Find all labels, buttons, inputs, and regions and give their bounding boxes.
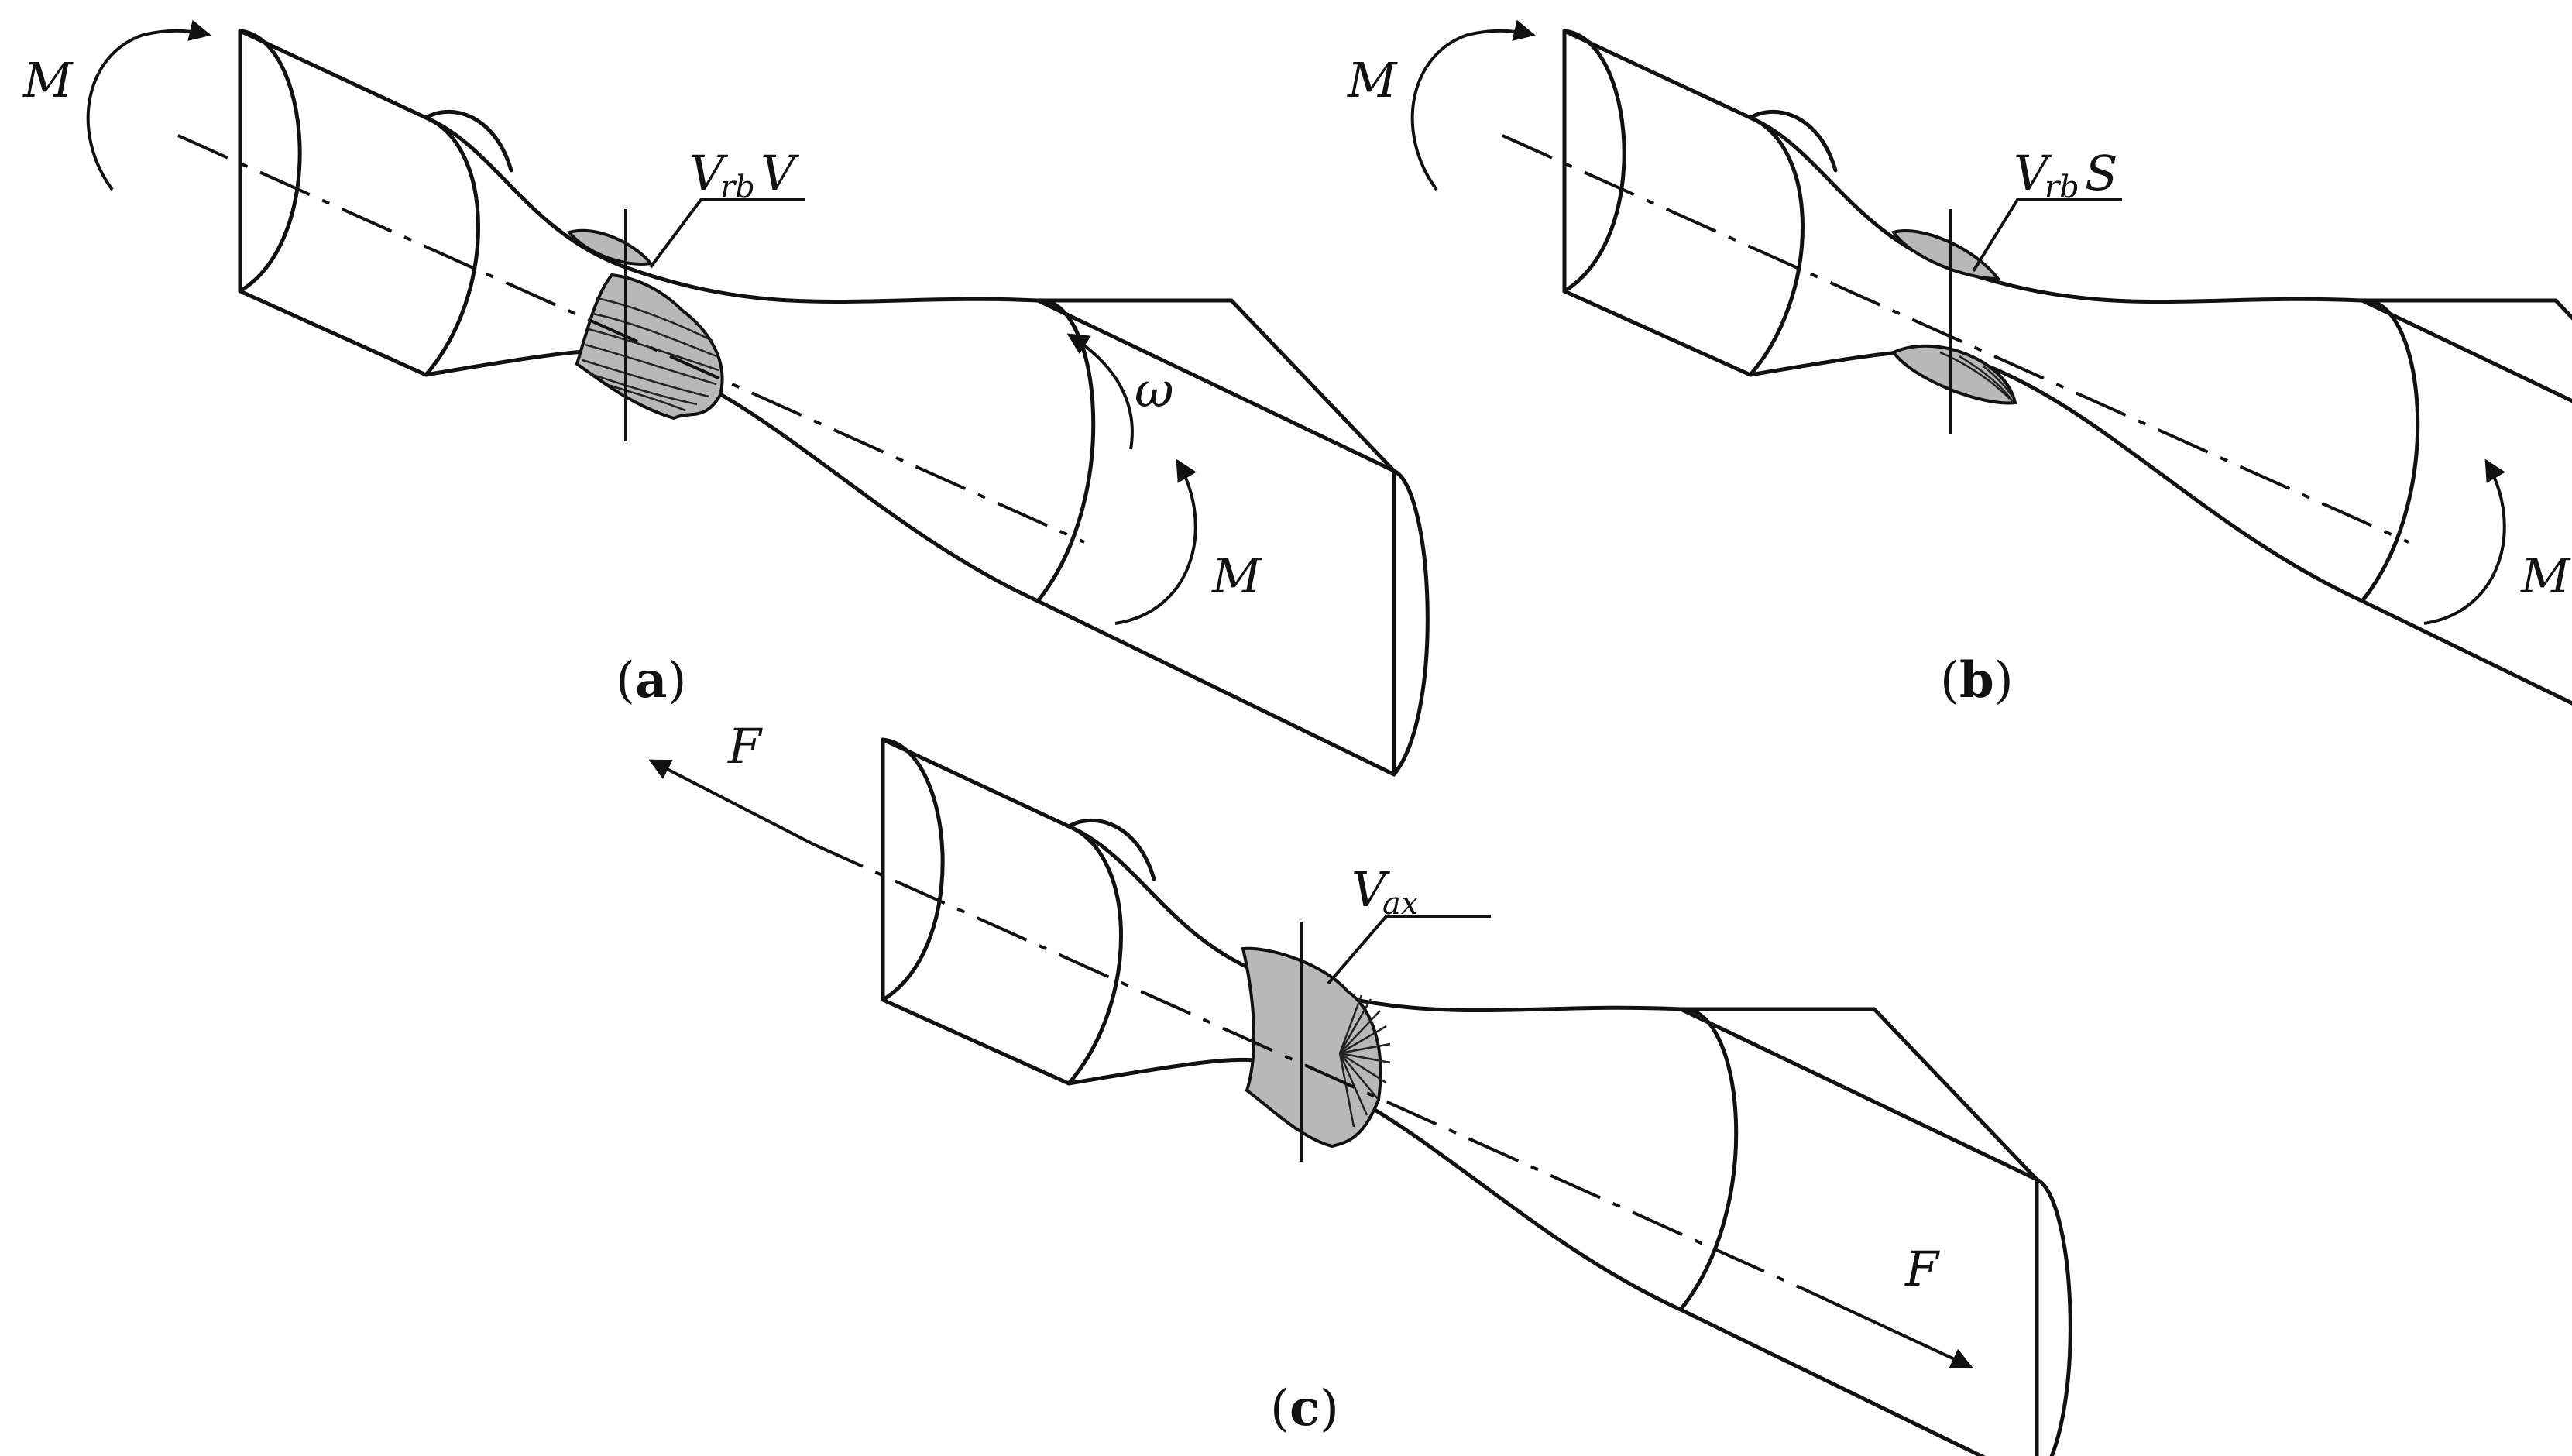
- volume-label-sub-b: rb: [2045, 170, 2079, 205]
- critical-volume-c: [1241, 946, 1382, 1149]
- moment-arrow-left-a: [86, 19, 211, 191]
- volume-leader-b: [1972, 198, 2122, 273]
- volume-leader-c: [1327, 915, 1491, 985]
- specimen-b-body: [1564, 31, 2572, 774]
- center-axis-c: [812, 843, 1805, 1291]
- caption-c: (c): [1270, 1379, 1339, 1437]
- specimen-c-body: [883, 740, 2070, 1456]
- force-arrow-right-c: [1804, 1288, 1973, 1369]
- hatch-lines-a: [582, 297, 719, 412]
- center-axis-b: [1502, 134, 2409, 544]
- top-patch-a: [566, 228, 654, 266]
- force-label-left-c: F: [727, 718, 763, 774]
- omega-arrow-a: [1066, 333, 1134, 450]
- caption-b: (b): [1940, 651, 2014, 709]
- moment-arrow-right-b: [2423, 458, 2506, 625]
- force-label-right-c: F: [1904, 1241, 1940, 1297]
- critical-volume-b-bottom: [1890, 344, 2017, 405]
- moment-arrow-left-b: [1410, 19, 1536, 191]
- hatch-lines-c: [1338, 994, 1391, 1128]
- volume-label-main-a: V: [689, 145, 729, 201]
- volume-label-main-c: V: [1351, 861, 1391, 918]
- panel-b: M M V rb S (b): [1347, 19, 2572, 774]
- center-axis-a: [177, 134, 1085, 544]
- volume-label-suffix-a: V: [761, 145, 800, 201]
- volume-label-sub-c: ax: [1382, 886, 1418, 922]
- specimen-a-body: [240, 31, 1427, 774]
- omega-label-a: ω: [1135, 362, 1174, 418]
- critical-volume-b-top: [1890, 229, 2002, 281]
- hatch-lines-b: [1939, 351, 2017, 403]
- force-arrow-left-c: [648, 759, 814, 846]
- caption-a: (a): [616, 651, 686, 709]
- volume-leader-a: [649, 198, 805, 269]
- moment-label-right-b: M: [2520, 548, 2571, 604]
- volume-label-sub-a: rb: [720, 170, 755, 205]
- panel-c: F F V ax (c): [648, 718, 2070, 1456]
- volume-label-main-b: V: [2014, 145, 2053, 201]
- panel-a: M M ω V rb V (a): [22, 19, 1427, 774]
- volume-label-suffix-b: S: [2085, 145, 2117, 201]
- moment-label-left-a: M: [22, 52, 74, 108]
- moment-arrow-right-a: [1114, 458, 1197, 625]
- moment-label-left-b: M: [1347, 52, 1398, 108]
- moment-label-right-a: M: [1211, 548, 1262, 604]
